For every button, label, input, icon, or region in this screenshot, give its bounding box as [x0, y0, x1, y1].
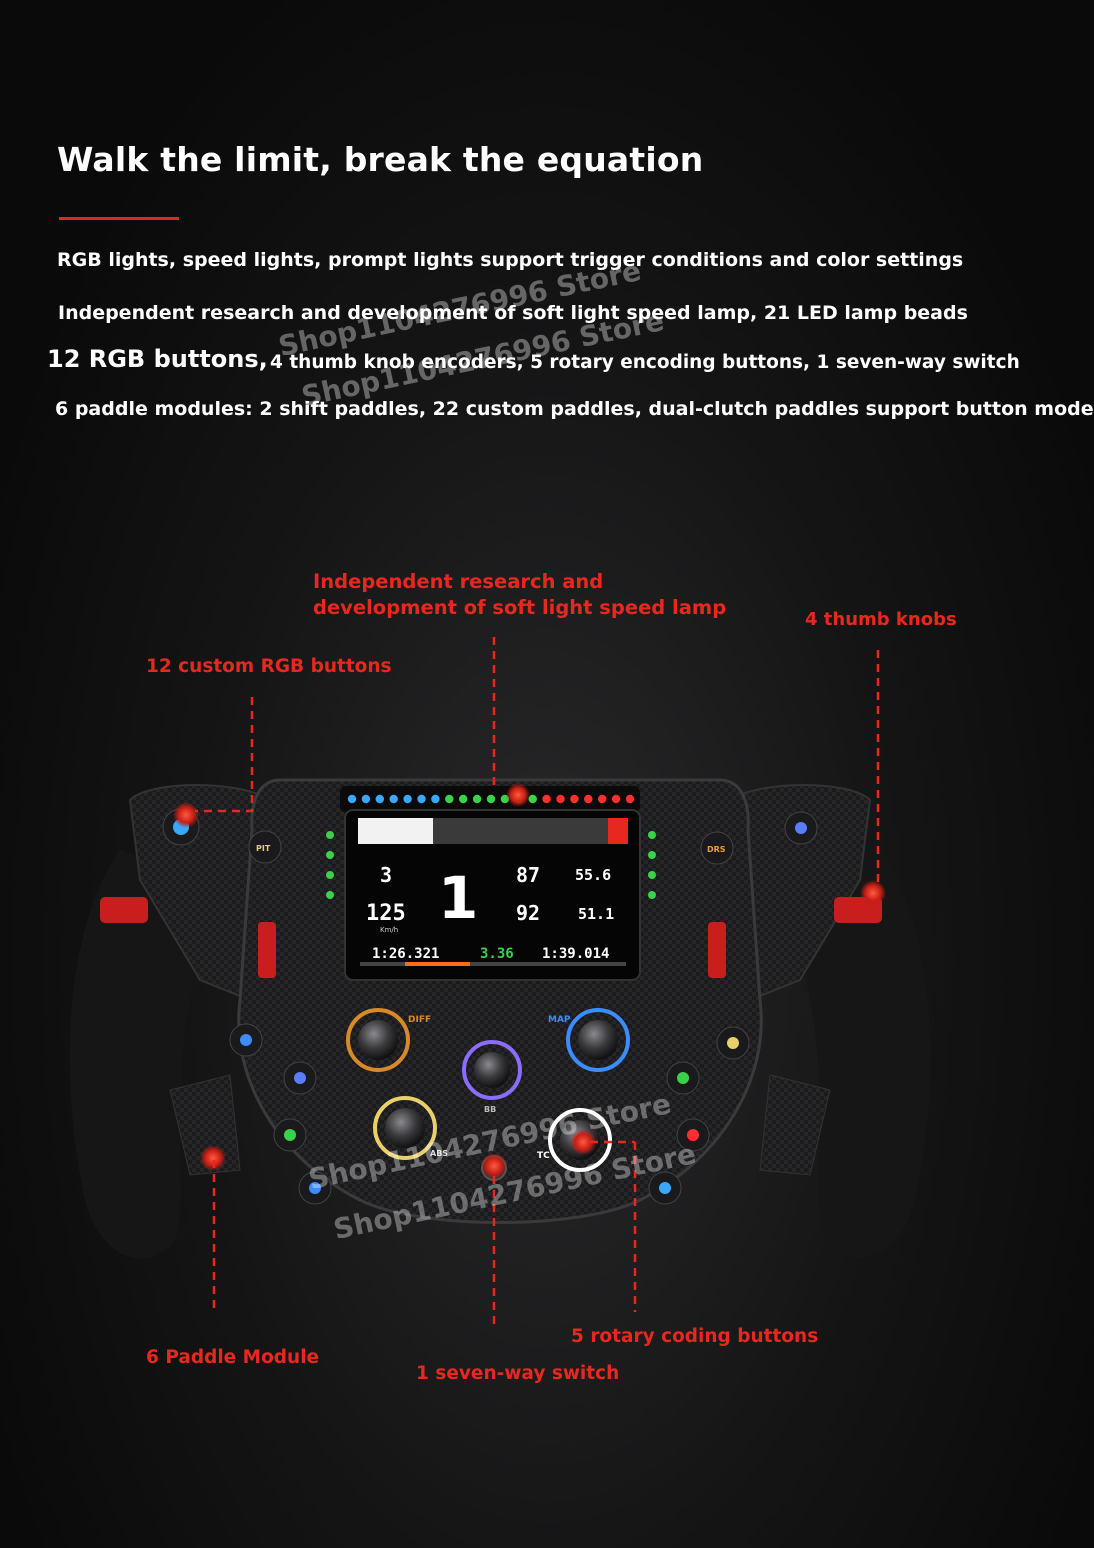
rev-led [389, 794, 398, 804]
feature-encoders: 4 thumb knob encoders, 5 rotary encoding… [270, 352, 1020, 373]
dash-display-frame [344, 809, 641, 981]
dash-gear: 1 [438, 864, 478, 932]
feature-paddles: 6 paddle modules: 2 shift paddles, 22 cu… [55, 398, 1094, 420]
rev-led [403, 794, 412, 804]
callout-paddle-module: 6 Paddle Module [146, 1347, 320, 1368]
dash-speed-unit: Km/h [380, 926, 398, 934]
rev-led [625, 794, 635, 804]
dash-brake-bias: 55.6 [575, 866, 611, 884]
rev-led [542, 794, 551, 804]
left-grip [69, 850, 210, 1259]
svg-text:DIFF: DIFF [408, 1015, 431, 1025]
callout-thumb-knobs: 4 thumb knobs [805, 609, 957, 630]
feature-rgb-buttons-lead: 12 RGB buttons, [47, 345, 268, 373]
right-paddle [759, 1074, 831, 1176]
rev-led [584, 794, 593, 804]
svg-text:BB: BB [484, 1105, 496, 1114]
dash-lap-number: 3 [380, 863, 392, 887]
feature-speed-lamp: Independent research and development of … [58, 302, 968, 324]
callout-speed-lamp-1: Independent research and [313, 570, 604, 593]
dash-best-lap: 1:39.014 [542, 946, 609, 962]
callout-leaders [195, 637, 880, 1330]
feature-rgb-lights: RGB lights, speed lights, prompt lights … [57, 249, 964, 271]
callout-highlights [173, 783, 886, 1179]
svg-text:PIT: PIT [256, 844, 271, 853]
rev-led [431, 794, 440, 804]
rev-led [556, 794, 565, 804]
svg-text:DRS: DRS [707, 845, 726, 854]
thumb-knobs [100, 897, 882, 978]
rotary-bb: BB [462, 1040, 522, 1114]
rev-led [347, 794, 357, 804]
side-leds-right [648, 831, 656, 899]
rev-led [528, 794, 537, 804]
headline-underline [59, 217, 179, 220]
page-headline: Walk the limit, break the equation [57, 140, 704, 179]
rotary-map: MAP [548, 1008, 630, 1072]
svg-text:ABS: ABS [430, 1149, 448, 1158]
right-grip [790, 850, 931, 1259]
rotary-abs: ABS [373, 1096, 448, 1160]
rev-led [361, 794, 371, 804]
rev-led [611, 794, 621, 804]
rev-led [459, 794, 468, 804]
dash-water-temp: 87 [516, 863, 540, 887]
rev-led [375, 794, 384, 804]
rev-led [472, 794, 482, 804]
dash-fuel-level: 51.1 [578, 905, 614, 923]
rev-led [570, 794, 579, 804]
dash-oil-temp: 92 [516, 901, 540, 925]
callout-seven-way: 1 seven-way switch [416, 1363, 620, 1384]
callout-rotary: 5 rotary coding buttons [571, 1326, 819, 1347]
svg-text:MAP: MAP [548, 1015, 571, 1025]
rotary-diff: DIFF [346, 1008, 431, 1072]
side-leds-left [326, 831, 334, 899]
callout-rgb-buttons: 12 custom RGB buttons [146, 656, 392, 677]
dash-delta: 3.36 [480, 946, 514, 962]
rev-led [445, 794, 454, 804]
svg-text:TC: TC [537, 1151, 550, 1161]
rev-led [598, 794, 607, 804]
steering-wheel-illustration: 3 125 Km/h 1 87 55.6 92 51.1 1:26.321 3.… [69, 637, 931, 1330]
rev-led [486, 794, 496, 804]
dash-last-lap: 1:26.321 [372, 946, 439, 962]
rev-leds [347, 794, 635, 804]
rev-led [417, 794, 426, 804]
callout-speed-lamp-2: development of soft light speed lamp [313, 596, 727, 619]
dash-speed: 125 [366, 901, 406, 926]
